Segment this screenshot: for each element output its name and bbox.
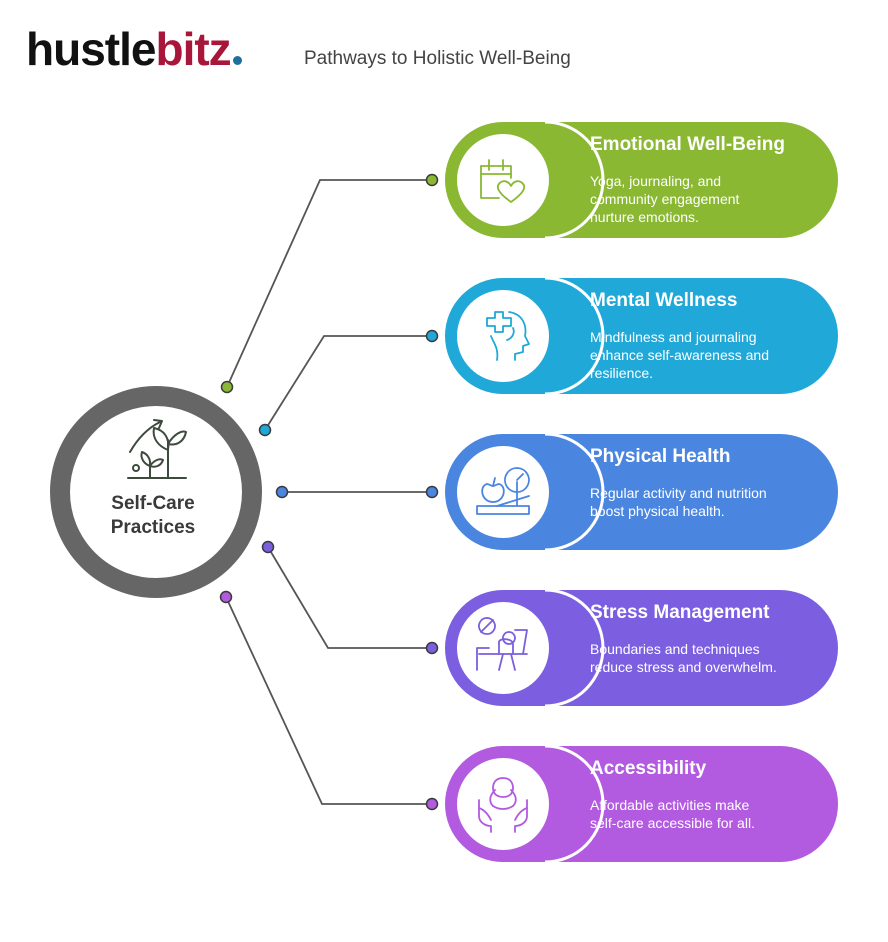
card-title: Stress Management <box>590 602 770 623</box>
card-separator <box>544 432 605 552</box>
card-description-line: Yoga, journaling, and <box>590 173 722 189</box>
card-5 <box>445 744 838 864</box>
connector <box>258 329 439 437</box>
card-description-line: nurture emotions. <box>590 209 699 225</box>
connector-line <box>225 596 432 805</box>
brand-logo: hustlebitz <box>26 26 242 72</box>
connector <box>219 590 439 811</box>
card-separator <box>544 276 605 396</box>
open-hands-person-icon <box>478 777 528 833</box>
growth-plant-icon <box>127 419 187 479</box>
card-title: Accessibility <box>590 758 707 779</box>
card-1 <box>445 120 838 240</box>
card-pill <box>505 278 838 394</box>
card-pill <box>505 746 838 862</box>
card-description-line: boost physical health. <box>590 503 725 519</box>
card-3 <box>445 432 838 552</box>
page-subtitle: Pathways to Holistic Well-Being <box>304 48 571 69</box>
connector <box>220 173 439 394</box>
card-description-line: resilience. <box>590 365 654 381</box>
card-description: Affordable activities make self-care acce… <box>590 796 822 832</box>
connector-end-dot <box>425 485 439 499</box>
card-icon-disc <box>457 758 549 850</box>
card-title: Mental Wellness <box>590 290 738 311</box>
connector-line <box>267 546 432 649</box>
card-description: Boundaries and techniques reduce stress a… <box>590 640 822 676</box>
card-description-line: self-care accessible for all. <box>590 815 755 831</box>
connector <box>275 485 439 499</box>
connector-line <box>226 179 432 388</box>
card-icon-disc <box>457 602 549 694</box>
card-2 <box>445 276 838 396</box>
card-description: Mindfulness and journaling enhance self-a… <box>590 328 822 382</box>
connector-end-dot <box>425 641 439 655</box>
card-separator <box>544 120 605 240</box>
head-health-icon <box>486 311 530 361</box>
connector-start-dot <box>275 485 289 499</box>
card-description-line: community engagement <box>590 191 740 207</box>
card-title: Physical Health <box>590 446 731 467</box>
card-4 <box>445 588 838 708</box>
brand-logo-dot <box>232 56 242 65</box>
connector <box>261 540 439 655</box>
connector-start-dot <box>261 540 275 554</box>
connector-end-dot <box>425 329 439 343</box>
card-icon-disc <box>457 290 549 382</box>
card-icon-disc <box>457 134 549 226</box>
card-description-line: enhance self-awareness and <box>590 347 770 363</box>
connector-end-dot <box>425 797 439 811</box>
card-description-line: Regular activity and nutrition <box>590 485 767 501</box>
cards <box>445 120 838 864</box>
center-hub <box>50 386 262 598</box>
card-separator <box>544 744 605 864</box>
center-ring <box>50 386 262 598</box>
connector-start-dot <box>219 590 233 604</box>
card-description-line: Boundaries and techniques <box>590 641 760 657</box>
card-description: Yoga, journaling, and community engagemen… <box>590 172 822 226</box>
center-label-line2: Practices <box>110 517 196 538</box>
connector-start-dot <box>258 423 272 437</box>
center-label: Self-Care Practices <box>78 492 228 540</box>
connector-end-dot <box>425 173 439 187</box>
card-description: Regular activity and nutrition boost phys… <box>590 484 822 520</box>
scale-apple-icon <box>476 467 530 515</box>
no-work-desk-icon <box>476 617 528 671</box>
calendar-heart-icon <box>480 159 526 203</box>
connector-line <box>264 335 432 431</box>
connectors <box>219 173 439 811</box>
card-pill <box>505 434 838 550</box>
card-pill <box>505 122 838 238</box>
center-label-line1: Self-Care <box>111 493 195 514</box>
brand-logo-part2: bitz <box>155 23 231 75</box>
card-separator <box>544 588 605 708</box>
connector-start-dot <box>220 380 234 394</box>
card-description-line: Mindfulness and journaling <box>590 329 757 345</box>
card-title: Emotional Well-Being <box>590 134 785 155</box>
brand-logo-part1: hustle <box>26 23 156 75</box>
card-description-line: reduce stress and overwhelm. <box>590 659 777 675</box>
card-description-line: Affordable activities make <box>590 797 750 813</box>
card-pill <box>505 590 838 706</box>
